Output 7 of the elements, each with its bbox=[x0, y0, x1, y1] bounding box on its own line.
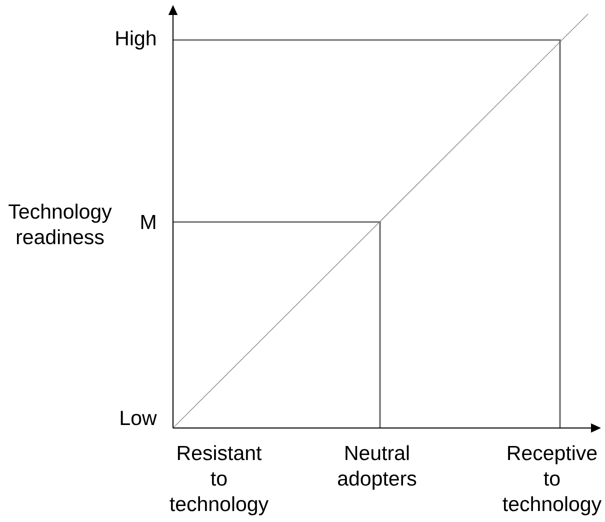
axis-tick-label: Low bbox=[120, 410, 157, 426]
axis-tick-label: M bbox=[141, 214, 156, 230]
axis-tick-label: Neutral adopters bbox=[338, 445, 416, 490]
axis-tick-label: High bbox=[116, 30, 156, 50]
axis-tick-label: Receptive to technology bbox=[502, 445, 602, 516]
axis-tick-label: Resistant to technology bbox=[170, 445, 269, 516]
axis-title: Technology readiness bbox=[8, 204, 112, 244]
